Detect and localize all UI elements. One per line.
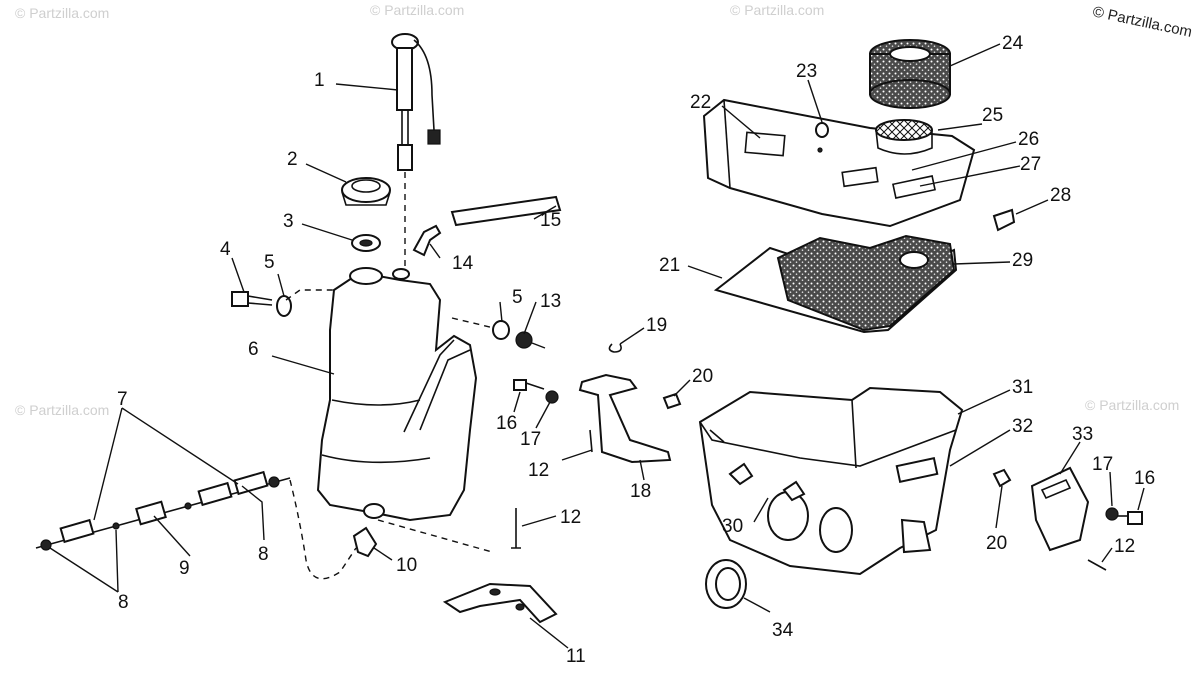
callout-4: 4	[220, 239, 231, 260]
part-2-cap	[341, 177, 391, 206]
part-20-grommet-right	[992, 468, 1012, 488]
callout-26: 26	[1018, 129, 1039, 150]
callout-31: 31	[1012, 377, 1033, 398]
part-17-washer	[545, 390, 559, 404]
callout-18: 18	[630, 481, 651, 502]
callout-34: 34	[772, 620, 794, 641]
callout-3: 3	[283, 211, 294, 232]
part-28-clip	[992, 208, 1016, 232]
callout-28: 28	[1050, 185, 1071, 206]
part-15-vent-hose	[450, 195, 562, 227]
callout-22: 22	[690, 92, 711, 113]
leader-lines	[49, 43, 1145, 649]
part-18-bracket	[578, 373, 672, 464]
part-24-foam-filter	[869, 39, 951, 109]
watermark-3: © Partzilla.com	[730, 2, 824, 18]
part-12-bolt-right	[1087, 559, 1107, 571]
part-5-washer-right	[492, 320, 510, 340]
callout-12b: 12	[528, 460, 549, 481]
callout-17a: 17	[520, 429, 541, 450]
part-29-foam-element	[776, 234, 956, 332]
part-10-fitting	[352, 526, 378, 558]
callout-27: 27	[1020, 154, 1041, 175]
assembly-dashed-lines	[285, 172, 495, 580]
callout-30: 30	[722, 516, 743, 537]
callout-24: 24	[1002, 33, 1024, 54]
callout-20a: 20	[692, 366, 713, 387]
part-17-washer-right	[1105, 507, 1119, 521]
part-12-bolt-lower	[511, 508, 521, 549]
part-30-fittings	[728, 462, 806, 502]
part-11-bracket	[442, 582, 558, 624]
callout-6: 6	[248, 339, 259, 360]
callout-16b: 16	[1134, 468, 1155, 489]
callout-12a: 12	[560, 507, 581, 528]
callout-13: 13	[540, 291, 561, 312]
callout-17b: 17	[1092, 454, 1113, 475]
callout-25: 25	[982, 105, 1003, 126]
callout-15: 15	[540, 210, 561, 231]
part-25-airbox-lid	[702, 98, 976, 228]
watermark-2: © Partzilla.com	[370, 2, 464, 18]
part-23-clamp	[815, 122, 829, 153]
part-19-clip	[608, 343, 622, 353]
copyright-text: © Partzilla.com	[1091, 3, 1193, 41]
callout-20b: 20	[986, 533, 1007, 554]
callout-10: 10	[396, 555, 417, 576]
part-33-plate	[1030, 466, 1090, 552]
callout-11: 11	[566, 646, 586, 667]
callout-7: 7	[117, 389, 128, 410]
callout-1: 1	[314, 70, 325, 91]
callout-labels: 1 2 3 4 5 5 6 7 8 8 9 10 11 12 12 12 13 …	[117, 33, 1155, 667]
callout-9: 9	[179, 558, 190, 579]
part-9-filter-line	[35, 470, 291, 551]
part-16-bolt-right	[1116, 511, 1143, 525]
watermark-1: © Partzilla.com	[15, 5, 109, 21]
part-12-bolt-middle	[589, 429, 593, 453]
part-14-elbow	[412, 224, 442, 257]
part-4-bolt	[231, 291, 273, 307]
part-26-screen	[875, 119, 933, 155]
part-6-oil-tank	[316, 267, 478, 522]
callout-5a: 5	[264, 252, 275, 273]
callout-8b: 8	[118, 592, 129, 613]
callout-8a: 8	[258, 544, 269, 565]
callout-12c: 12	[1114, 536, 1135, 557]
callout-32: 32	[1012, 416, 1033, 437]
callout-23: 23	[796, 61, 817, 82]
callout-19: 19	[646, 315, 667, 336]
part-31-airbox-base	[698, 386, 964, 576]
watermarks: © Partzilla.com © Partzilla.com © Partzi…	[15, 2, 1179, 418]
part-5-washer-left	[276, 295, 292, 317]
part-20-grommet-left	[662, 392, 682, 410]
part-3-gasket	[351, 234, 381, 252]
part-1-dipstick	[391, 33, 441, 171]
callout-16a: 16	[496, 413, 517, 434]
watermark-7: © Partzilla.com	[1085, 397, 1179, 413]
callout-5b: 5	[512, 287, 523, 308]
callout-29: 29	[1012, 250, 1033, 271]
callout-21: 21	[659, 255, 680, 276]
callout-14: 14	[452, 253, 474, 274]
part-34-boot	[705, 559, 747, 609]
callout-33: 33	[1072, 424, 1093, 445]
callout-2: 2	[287, 149, 298, 170]
watermark-4: © Partzilla.com	[15, 402, 109, 418]
part-13-nut	[515, 331, 546, 349]
part-16-bolt	[513, 379, 545, 391]
